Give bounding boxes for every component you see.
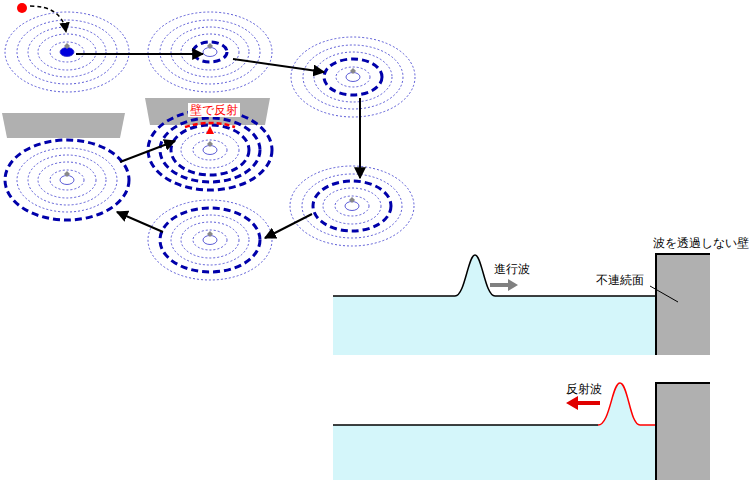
leader-line	[650, 286, 678, 302]
label: 不連続面	[596, 273, 644, 287]
ripple-group	[5, 140, 129, 220]
travel-arrow	[490, 279, 518, 291]
ripple-group	[148, 200, 272, 280]
wall	[145, 98, 270, 125]
water-surface	[333, 255, 656, 296]
start-dot	[17, 3, 27, 13]
label: 反射波	[566, 382, 602, 396]
ripple-group	[148, 12, 272, 92]
reflected-pulse	[598, 383, 656, 425]
label: 壁で反射	[188, 103, 240, 117]
ripple-group	[290, 166, 414, 246]
water	[333, 383, 656, 480]
water-surface	[333, 424, 598, 426]
label: 進行波	[494, 262, 530, 276]
ripple-group	[148, 110, 272, 190]
reflect-arrow	[566, 396, 600, 410]
water	[333, 255, 656, 355]
wall	[656, 383, 710, 480]
reflection-mark	[206, 126, 214, 134]
ripple-group	[291, 37, 415, 117]
sequence-arrows	[76, 54, 360, 238]
label: 波を透過しない壁	[653, 236, 749, 250]
wall	[656, 254, 710, 355]
wall-edge	[656, 383, 710, 480]
wall-edge	[656, 254, 710, 355]
wall	[2, 113, 125, 138]
drop-arrow	[30, 6, 66, 32]
ripple-group	[5, 12, 129, 92]
